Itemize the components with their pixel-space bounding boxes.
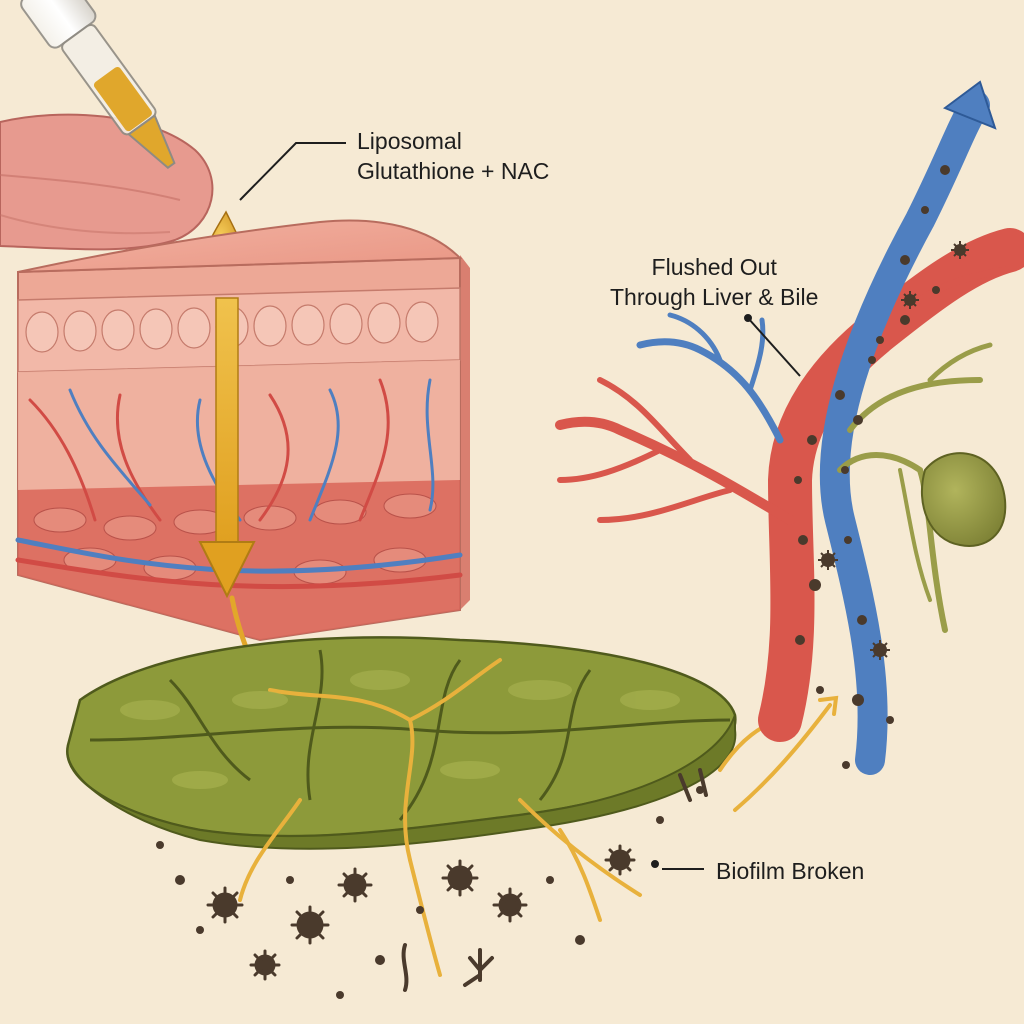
skin-tissue-block: [18, 221, 470, 641]
tongue: [0, 115, 212, 250]
label-glutathione-line1: Liposomal: [357, 126, 549, 156]
label-flushed-line2: Through Liver & Bile: [610, 282, 818, 312]
label-flushed-out: Flushed Out Through Liver & Bile: [610, 252, 818, 312]
label-glutathione-line2: Glutathione + NAC: [357, 156, 549, 186]
label-glutathione: Liposomal Glutathione + NAC: [357, 126, 549, 186]
label-biofilm-broken: Biofilm Broken: [716, 856, 864, 886]
biofilm-slab: [67, 638, 735, 976]
gallbladder: [922, 453, 1005, 546]
label-biofilm-text: Biofilm Broken: [716, 856, 864, 886]
label-flushed-line1: Flushed Out: [610, 252, 818, 282]
